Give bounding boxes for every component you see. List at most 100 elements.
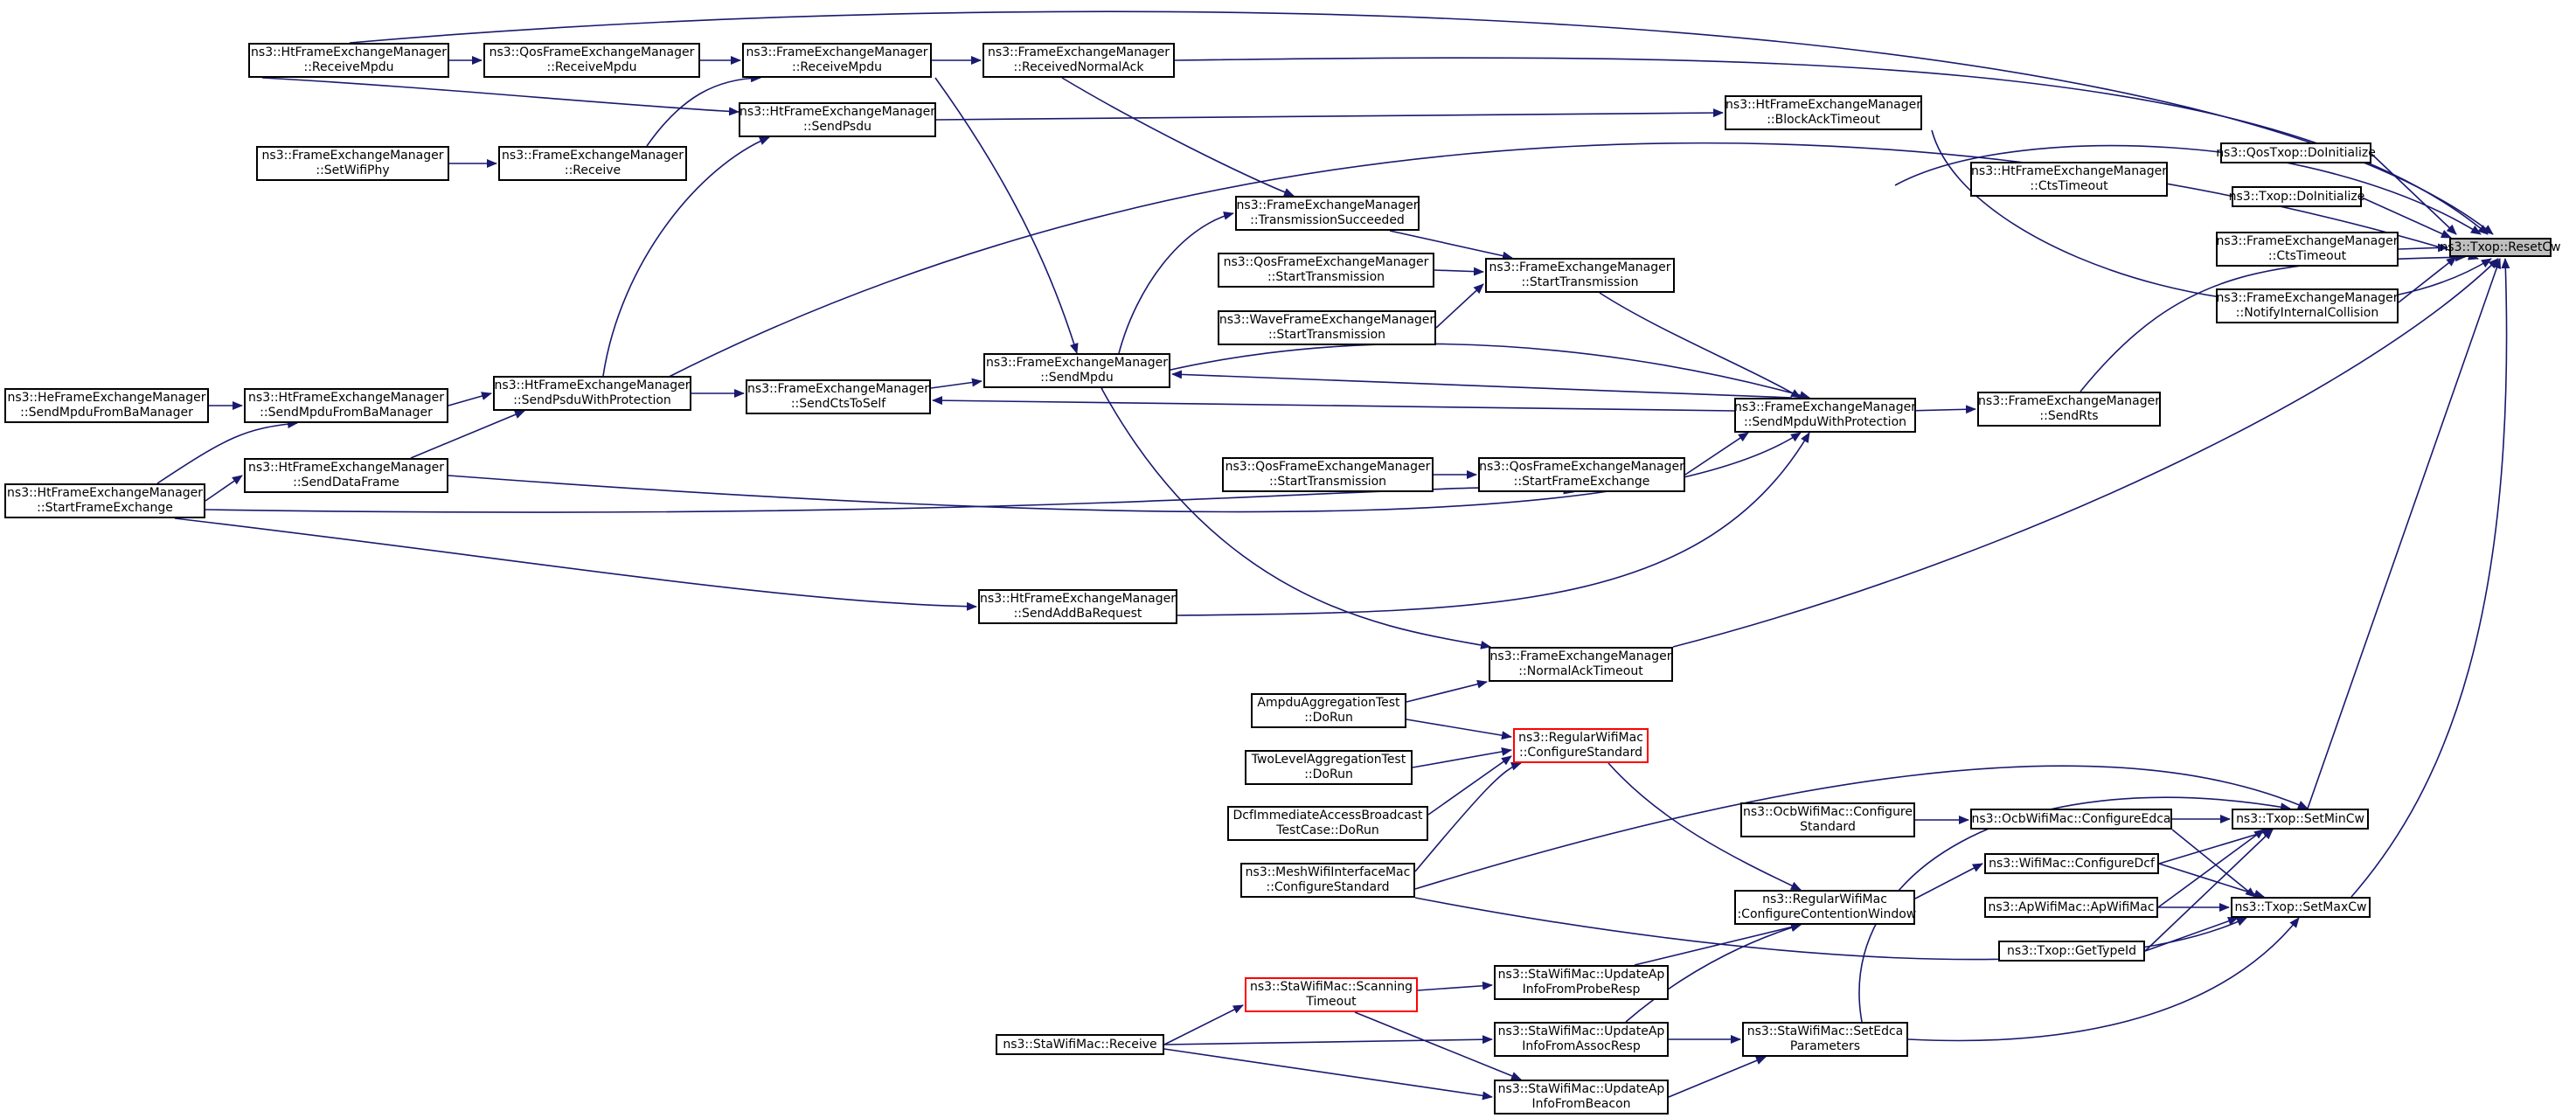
node-regular-configstd[interactable]: ns3::RegularWifiMac::ConfigureStandard [1513,728,1649,763]
node-label-line: ns3::FrameExchangeManager [2216,291,2399,305]
call-edge [448,392,492,406]
call-edge [2307,258,2502,809]
node-txop-setmincw[interactable]: ns3::Txop::SetMinCw [2232,809,2369,830]
node-ht-sendpsduwithprot[interactable]: ns3::HtFrameExchangeManager::SendPsduWit… [493,376,691,411]
node-label-line: ns3::StaWifiMac::Receive [1003,1037,1157,1052]
node-label-line: ns3::Txop::SetMaxCw [2234,899,2367,914]
call-edge [1668,1056,1767,1098]
node-label-line: ns3::Txop::SetMinCw [2236,811,2364,826]
node-label-line: ns3::RegularWifiMac [1762,892,1887,906]
call-edge [1414,897,2247,961]
node-resetcw[interactable]: ns3::Txop::ResetCw [2440,238,2561,257]
node-ht-recvmpdu[interactable]: ns3::HtFrameExchangeManager::ReceiveMpdu [248,43,449,78]
call-edge [1406,719,1512,740]
node-mesh-configstd[interactable]: ns3::MeshWifiInterfaceMac::ConfigureStan… [1240,863,1415,898]
node-fem-sendmpdu[interactable]: ns3::FrameExchangeManager::SendMpdu [983,353,1170,388]
call-edge [1412,746,1512,768]
call-edge [1101,343,1810,399]
node-label-line: ns3::QosFrameExchangeManager [1225,460,1431,474]
node-label-line: ns3::HtFrameExchangeManager [1725,98,1921,112]
node-label-line: ns3::FrameExchangeManager [747,382,929,396]
node-label-line: ns3::HtFrameExchangeManager [248,391,444,405]
node-sta-receive[interactable]: ns3::StaWifiMac::Receive [996,1034,1164,1055]
node-txop-setmaxcw[interactable]: ns3::Txop::SetMaxCw [2231,897,2371,918]
node-ht-sendaddbareq[interactable]: ns3::HtFrameExchangeManager::SendAddBaRe… [978,589,1177,624]
node-ampdu-dorun[interactable]: AmpduAggregationTest::DoRun [1251,693,1406,728]
node-regular-configcw[interactable]: ns3::RegularWifiMac::ConfigureContention… [1732,890,1917,925]
call-edge [2361,197,2452,239]
node-fem-notifyinternal[interactable]: ns3::FrameExchangeManager::NotifyInterna… [2216,288,2399,323]
node-wave-starttx[interactable]: ns3::WaveFrameExchangeManager::StartTran… [1218,310,1436,345]
call-edge [1672,258,2499,648]
node-label-line: ::StartFrameExchange [1513,475,1650,489]
node-fem-sendctstoself[interactable]: ns3::FrameExchangeManager::SendCtsToSelf [746,379,931,414]
node-ht-senddataframe[interactable]: ns3::HtFrameExchangeManager::SendDataFra… [244,458,448,493]
call-edge [174,517,977,611]
node-fem-txsucceeded[interactable]: ns3::FrameExchangeManager::TransmissionS… [1235,196,1420,231]
node-fem-ctstimeout[interactable]: ns3::FrameExchangeManager::CtsTimeout [2216,232,2399,267]
node-fem-sendmpduwithprot[interactable]: ns3::FrameExchangeManager::SendMpduWithP… [1734,398,1916,433]
node-qos-starttx2[interactable]: ns3::QosFrameExchangeManager::StartTrans… [1222,457,1434,492]
node-label-line: ::CtsTimeout [2267,249,2347,263]
node-label-line: ns3::OcbWifiMac::Configure [1743,805,1913,819]
node-ht-blockacktimeout[interactable]: ns3::HtFrameExchangeManager::BlockAckTim… [1725,95,1922,130]
node-fem-starttx[interactable]: ns3::FrameExchangeManager::StartTransmis… [1485,258,1675,293]
node-label-line: ns3::Txop::DoInitialize [2228,189,2365,204]
node-label-line: DcfImmediateAccessBroadcast [1232,809,1423,823]
node-twolevel-dorun[interactable]: TwoLevelAggregationTest::DoRun [1245,750,1413,785]
node-ht-sendpsdu[interactable]: ns3::HtFrameExchangeManager::SendPsdu [739,102,936,137]
call-edge [2157,829,2265,908]
node-ap-apwifimac[interactable]: ns3::ApWifiMac::ApWifiMac [1984,897,2158,918]
node-label-line: ns3::Txop::ResetCw [2440,240,2561,254]
call-edge [2371,153,2457,235]
node-label-line: ::StartTransmission [1521,275,1639,289]
node-fem-setwifiphy[interactable]: ns3::FrameExchangeManager::SetWifiPhy [256,146,449,181]
node-label-line: ns3::FrameExchangeManager [1489,260,1671,274]
node-label-line: ::DoRun [1304,711,1353,725]
call-edge [1417,981,1493,991]
call-edge [349,10,2494,235]
node-ht-ctstimeout[interactable]: ns3::HtFrameExchangeManager::CtsTimeout [1970,162,2168,197]
node-qos-recvmpdu[interactable]: ns3::QosFrameExchangeManager::ReceiveMpd… [483,43,700,78]
node-ht-startframeexchange[interactable]: ns3::HtFrameExchangeManager::StartFrameE… [4,483,205,518]
call-edge [1907,917,2300,1042]
node-ht-sendmpdufromba[interactable]: ns3::HtFrameExchangeManager::SendMpduFro… [244,388,448,423]
node-fem-sendrts[interactable]: ns3::FrameExchangeManager::SendRts [1977,392,2161,427]
node-fem-recvmpdu[interactable]: ns3::FrameExchangeManager::ReceiveMpdu [742,43,932,78]
node-label-line: ::ReceiveMpdu [792,60,882,74]
node-he-sendmpdufromba[interactable]: ns3::HeFrameExchangeManager::SendMpduFro… [4,388,209,423]
node-fem-receive[interactable]: ns3::FrameExchangeManager::Receive [498,146,687,181]
node-label-line: ::SendMpdu [1040,371,1114,385]
node-label-line: ns3::FrameExchangeManager [1489,649,1672,663]
node-label-line: ns3::QosTxop::DoInitialize [2216,145,2376,160]
node-label-line: ns3::RegularWifiMac [1518,731,1643,745]
node-label-line: ::ConfigureContentionWindow [1732,907,1917,921]
node-ocb-configedca[interactable]: ns3::OcbWifiMac::ConfigureEdca [1970,809,2172,830]
node-label-line: ns3::MeshWifiInterfaceMac [1245,865,1411,879]
call-edge [1931,129,2492,305]
node-txop-doinit[interactable]: ns3::Txop::DoInitialize [2228,186,2365,207]
node-txop-gettypeid[interactable]: ns3::Txop::GetTypeId [1998,941,2145,962]
call-edge [934,77,1079,354]
call-edge [646,73,761,147]
call-edge [1414,765,2309,890]
call-edge [261,77,739,116]
call-edge [205,475,243,502]
node-qos-startframeexchange[interactable]: ns3::QosFrameExchangeManager::StartFrame… [1478,457,1685,492]
call-edge [1634,922,1802,966]
node-wifimac-configdcf[interactable]: ns3::WifiMac::ConfigureDcf [1984,853,2159,874]
node-label-line: ns3::FrameExchangeManager [1978,394,2160,408]
node-qos-starttx[interactable]: ns3::QosFrameExchangeManager::StartTrans… [1218,253,1434,288]
node-fem-normalacktimeout[interactable]: ns3::FrameExchangeManager::NormalAckTime… [1489,647,1673,682]
call-edge [602,136,770,377]
node-qostxop-doinit[interactable]: ns3::QosTxop::DoInitialize [2216,142,2376,163]
node-fem-recvnormalack[interactable]: ns3::FrameExchangeManager::ReceivedNorma… [982,43,1175,78]
node-label-line: ::CtsTimeout [2030,179,2108,193]
